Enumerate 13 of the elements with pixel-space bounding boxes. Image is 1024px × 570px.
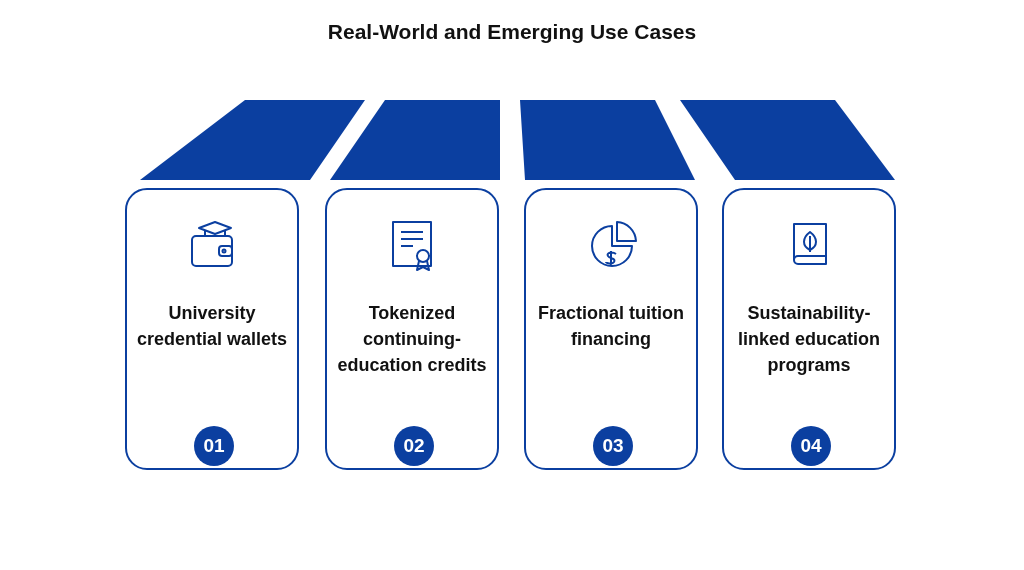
number-badge: 01 — [194, 426, 234, 466]
card-label: Fractional tuition financing — [537, 302, 685, 351]
number-badge: 04 — [791, 426, 831, 466]
card — [125, 188, 299, 470]
card-label: Tokenized continuing-education credits — [336, 302, 488, 377]
number-badge: 02 — [394, 426, 434, 466]
title: Real-World and Emerging Use Cases — [326, 20, 698, 44]
card — [524, 188, 698, 470]
card — [325, 188, 499, 470]
card-label: Sustainability-linked education programs — [737, 302, 881, 377]
card-label: University credential wallets — [135, 302, 289, 351]
card — [722, 188, 896, 470]
number-badge: 03 — [593, 426, 633, 466]
